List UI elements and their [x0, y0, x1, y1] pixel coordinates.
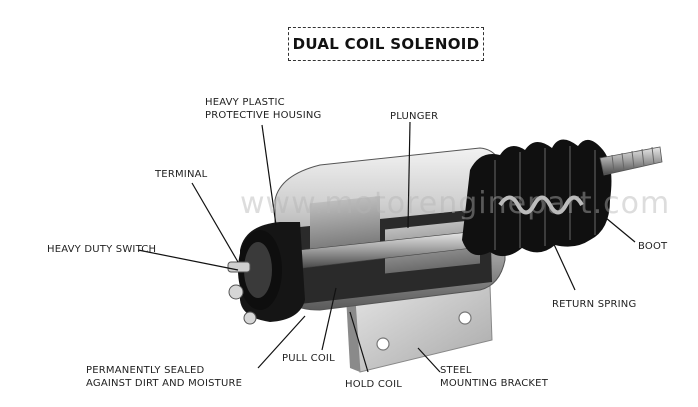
label-bracket: STEEL MOUNTING BRACKET	[440, 364, 548, 390]
leader-lines	[137, 121, 636, 373]
label-sealed-line2: AGAINST DIRT AND MOISTURE	[86, 378, 243, 389]
label-housing-line1: HEAVY PLASTIC	[205, 97, 285, 108]
label-housing: HEAVY PLASTIC PROTECTIVE HOUSING	[205, 96, 322, 122]
label-bracket-line2: MOUNTING BRACKET	[440, 378, 548, 389]
label-sealed-line1: PERMANENTLY SEALED	[86, 365, 205, 376]
label-hold-coil: HOLD COIL	[345, 379, 403, 390]
label-return-spring: RETURN SPRING	[552, 299, 637, 310]
terminal	[227, 261, 251, 273]
label-heavy-duty-switch: HEAVY DUTY SWITCH	[47, 244, 157, 255]
plunger-rod	[599, 146, 663, 176]
label-boot: BOOT	[638, 241, 668, 252]
label-sealed: PERMANENTLY SEALED AGAINST DIRT AND MOIS…	[86, 364, 242, 390]
steel-mounting-bracket	[346, 284, 493, 373]
label-pull-coil: PULL COIL	[282, 353, 335, 364]
watermark-text: www.motorenginepart.com	[240, 186, 671, 221]
title-frame: DUAL COIL SOLENOID	[288, 27, 484, 61]
label-plunger: PLUNGER	[390, 111, 439, 122]
label-housing-line2: PROTECTIVE HOUSING	[205, 110, 322, 121]
solenoid-body	[274, 147, 506, 311]
page-title: DUAL COIL SOLENOID	[292, 35, 480, 53]
protective-housing	[227, 222, 305, 325]
return-spring	[498, 195, 584, 215]
label-bracket-line1: STEEL	[440, 365, 472, 376]
label-terminal: TERMINAL	[155, 169, 208, 180]
